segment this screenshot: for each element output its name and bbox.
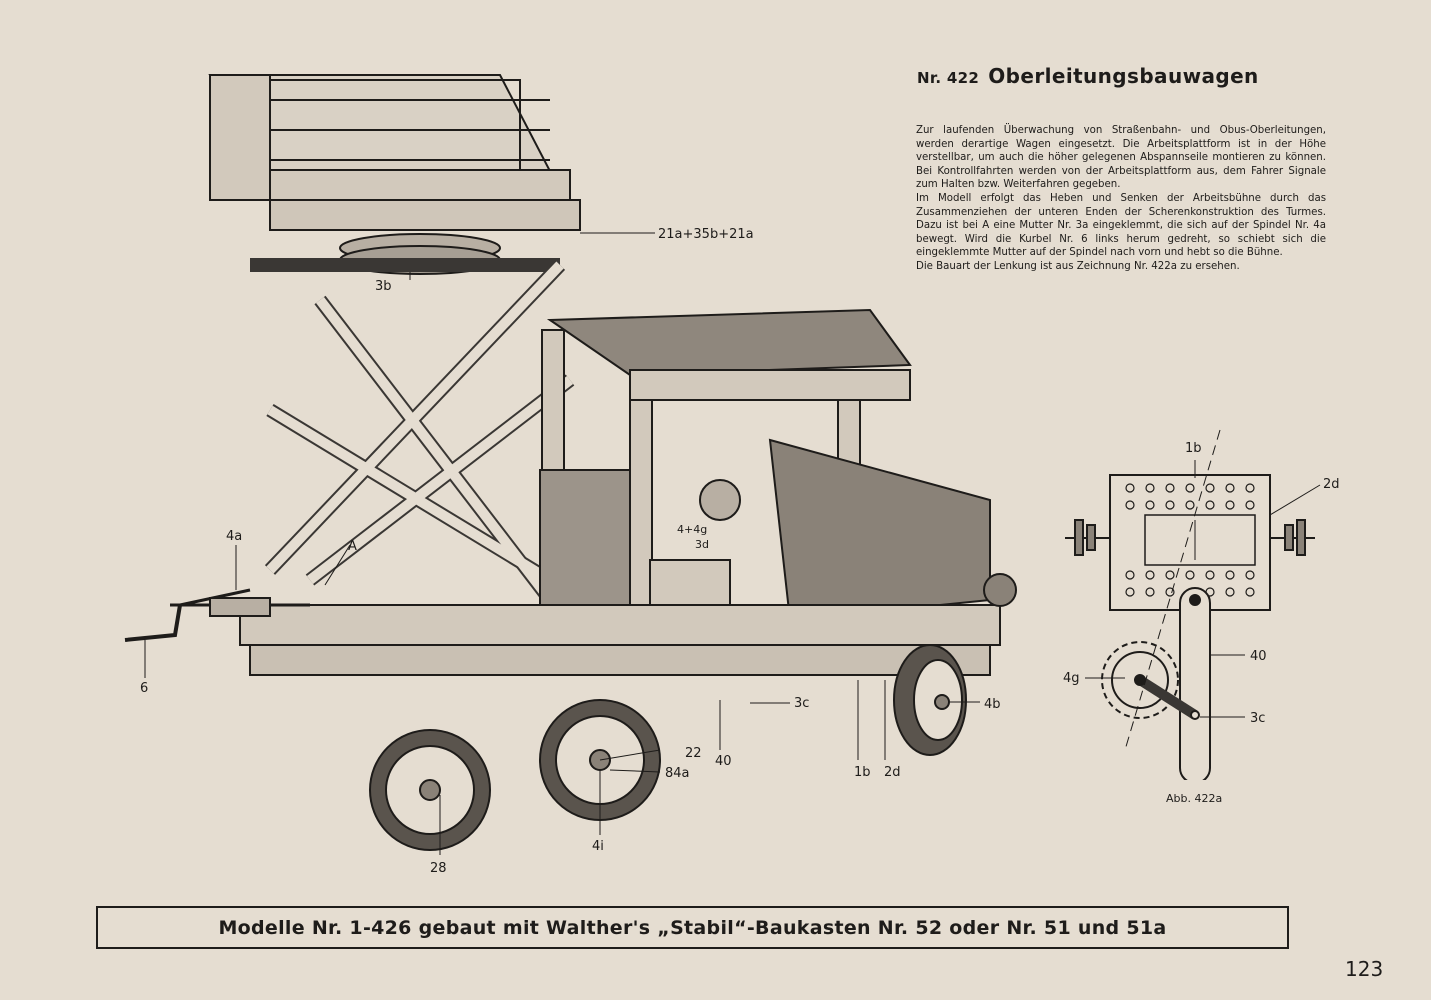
crank-handle <box>124 604 182 642</box>
page-number: 123 <box>1345 957 1384 981</box>
figure-caption: Abb. 422a <box>1166 792 1223 805</box>
label-4b: 4b <box>984 697 1001 712</box>
description-paragraph-1: Zur laufenden Überwachung von Straßenbah… <box>916 125 1326 191</box>
steering-disc <box>1101 641 1200 720</box>
label-84a: 84a <box>665 766 690 781</box>
steering-figure: 1b 2d 40 4g 3c <box>1063 429 1340 780</box>
label-2d: 2d <box>884 765 901 780</box>
label-1b: 1b <box>854 765 871 780</box>
axle-left <box>1065 519 1110 556</box>
work-platform <box>208 74 581 231</box>
description-block: Zur laufenden Überwachung von Straßenbah… <box>916 124 1326 274</box>
label-21a-35b-21a: 21a+35b+21a <box>658 227 754 242</box>
footer-caption: Modelle Nr. 1-426 gebaut mit Walther's „… <box>218 916 1167 939</box>
label-28: 28 <box>430 861 447 876</box>
page-title: Nr. 422 Oberleitungsbauwagen <box>917 64 1259 88</box>
label-4a: 4a <box>226 529 242 544</box>
label-3d: 3d <box>695 538 709 551</box>
steering-rod <box>1179 587 1211 780</box>
wheel-front <box>893 644 967 756</box>
hole-grid <box>1125 483 1255 597</box>
label-3b: 3b <box>375 279 392 294</box>
label-3c: 3c <box>794 696 809 711</box>
label-40: 40 <box>715 754 732 769</box>
label-4-4g: 4+4g <box>677 523 707 536</box>
axle-right <box>1270 519 1315 556</box>
label-6: 6 <box>140 681 148 696</box>
label-22: 22 <box>685 746 702 761</box>
fig-label-1b: 1b <box>1185 441 1202 456</box>
description-paragraph-3: Die Bauart der Lenkung ist aus Zeichnung… <box>916 260 1240 272</box>
cab <box>539 308 991 641</box>
gear-wheel <box>983 573 1017 607</box>
model-number: Nr. 422 <box>917 69 980 87</box>
model-title: Oberleitungsbauwagen <box>988 64 1259 88</box>
description-paragraph-2: Im Modell erfolgt das Heben und Senken d… <box>916 192 1326 259</box>
footer-caption-box: Modelle Nr. 1-426 gebaut mit Walther's „… <box>96 906 1289 949</box>
wheel-rear-left <box>369 729 491 851</box>
truck-drawing: 21a+35b+21a 3b 4a A 6 4+4g 3d 3c 22 84a … <box>124 74 1017 876</box>
label-4i: 4i <box>592 839 604 854</box>
fig-label-3c: 3c <box>1250 711 1265 726</box>
fig-label-4g: 4g <box>1063 671 1080 686</box>
fig-label-2d: 2d <box>1323 477 1340 492</box>
chassis <box>170 588 1001 676</box>
label-a: A <box>348 539 357 554</box>
fig-label-40: 40 <box>1250 649 1267 664</box>
